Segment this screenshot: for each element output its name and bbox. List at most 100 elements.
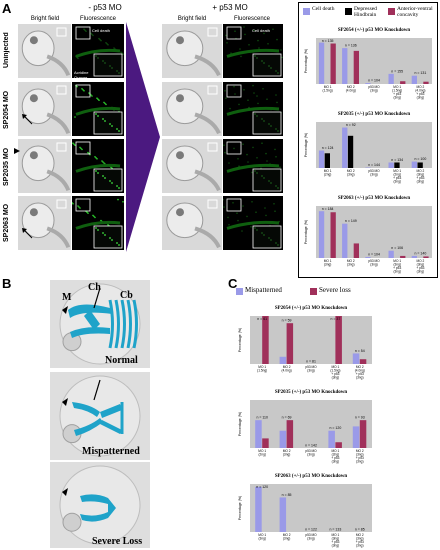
tick-label: (3ng)	[356, 537, 363, 541]
fluor-speck	[280, 49, 282, 51]
fluorescence-image-1-3	[223, 82, 283, 136]
fluorescence-image-3-3	[223, 196, 283, 250]
fluor-speck	[238, 103, 240, 106]
fluor-speck	[241, 230, 243, 232]
fluor-speck	[273, 203, 275, 205]
fluor-speck	[276, 38, 278, 41]
inset-speck	[275, 242, 277, 244]
inset-marker	[207, 27, 218, 37]
inset-speck	[97, 172, 99, 174]
tick-label: (3ng)	[356, 460, 363, 464]
fluor-speck	[242, 143, 244, 145]
tick-label: + p53	[331, 456, 339, 460]
bar	[365, 83, 371, 84]
n-label: n = 106	[391, 246, 403, 250]
inset-speck	[261, 118, 263, 120]
fluor-speck	[93, 215, 95, 218]
fluor-speck	[77, 57, 79, 60]
tick-label: MO 2	[283, 533, 291, 537]
fluor-speck	[97, 98, 99, 100]
col-fluorescence-minus: Fluorescence	[79, 16, 117, 22]
fluor-speck	[101, 160, 103, 162]
fluor-speck	[87, 212, 89, 214]
cartilage-image-severe-loss	[50, 462, 150, 548]
tick-label: + p53	[331, 372, 339, 376]
n-label: n = 142	[305, 444, 317, 448]
fluor-speck	[86, 211, 88, 213]
bar	[324, 153, 330, 168]
plot-area	[316, 122, 432, 168]
fluor-speck	[266, 98, 268, 100]
embryo-outline	[75, 163, 121, 173]
tick-label: (2ng)	[258, 453, 265, 457]
n-label: n = 184	[322, 207, 334, 211]
legend-label: Severe loss	[319, 286, 351, 294]
inset-speck	[275, 70, 277, 72]
legend-swatch	[236, 288, 243, 295]
fluor-speck	[81, 88, 83, 90]
inset-speck	[268, 180, 270, 182]
n-label: n = 81	[306, 360, 316, 364]
fluor-speck	[78, 206, 80, 208]
label-cb: Cb	[120, 290, 133, 301]
fluor-speck	[266, 160, 268, 162]
acridine-orange-label: Acridine Orange	[74, 70, 89, 80]
tick-label: MO 1	[393, 85, 401, 89]
fluorescence-image-1-1	[72, 82, 124, 136]
tick-label: (1.5ng)	[330, 369, 340, 373]
n-label: n = 140	[415, 251, 427, 255]
n-label: n = 69	[282, 416, 292, 420]
tick-label: + p53	[393, 92, 401, 96]
embryo-tail	[194, 226, 221, 249]
tick-label: MO 1	[332, 449, 340, 453]
head-outline	[59, 465, 141, 545]
tick-label: MO 1	[393, 259, 401, 263]
n-label: n = 120	[256, 485, 268, 489]
tick-label: (3ng)	[283, 537, 290, 541]
tick-label: (1.5ng)	[323, 89, 333, 93]
fluor-speck	[224, 151, 226, 154]
minus-p53-heading: - p53 MO	[88, 3, 122, 12]
fluor-speck	[243, 26, 245, 28]
inset-speck	[111, 125, 113, 127]
tick-label: (3ng)	[283, 453, 290, 457]
inset-speck	[102, 60, 104, 62]
tick-label: (3ng)	[258, 537, 265, 541]
inset-speck	[97, 115, 99, 117]
inset-speck	[263, 177, 265, 179]
fluor-speck	[100, 39, 102, 42]
fluor-speck	[225, 97, 227, 99]
row-label-uninjected: Uninjected	[3, 32, 10, 68]
bar	[255, 486, 262, 532]
magnified-inset	[93, 168, 123, 192]
inset-speck	[109, 123, 111, 125]
inset-marker	[207, 142, 218, 152]
n-label: n = 85	[355, 528, 365, 532]
fluor-speck	[83, 90, 85, 92]
inset-speck	[95, 170, 97, 172]
inset-speck	[116, 70, 118, 72]
inset-marker	[56, 199, 67, 209]
bar	[330, 43, 336, 84]
inset-speck	[261, 60, 263, 62]
tick-label: MO 2	[283, 365, 291, 369]
label-m: M	[62, 292, 72, 303]
fluor-speck	[225, 34, 227, 37]
fluor-speck	[84, 29, 86, 31]
n-label: n = 155	[391, 69, 403, 73]
fluor-speck	[76, 85, 78, 88]
y-axis-label: Percentage (%)	[238, 328, 242, 352]
bar	[400, 81, 406, 84]
bar	[388, 162, 394, 168]
fluor-speck	[267, 43, 269, 45]
inset-speck	[104, 62, 106, 64]
tick-label: (4.0ng)	[346, 89, 356, 93]
fluor-speck	[223, 198, 224, 201]
tick-label: MO 1	[258, 533, 266, 537]
panel-letter-b: B	[2, 276, 12, 291]
bar	[342, 223, 348, 258]
n-label: n = 124	[322, 146, 334, 150]
embryo-tail	[46, 54, 71, 77]
meckel-cartilage	[80, 494, 108, 504]
